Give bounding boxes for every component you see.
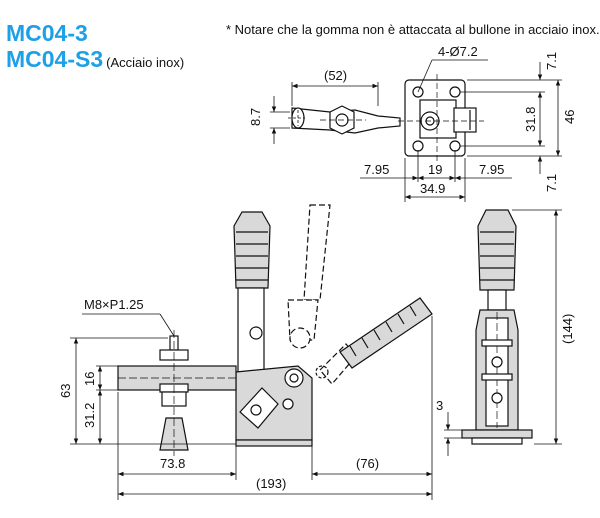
dim-46: 46 bbox=[562, 110, 577, 124]
dim-16: 16 bbox=[82, 372, 97, 386]
dim-19: 19 bbox=[428, 162, 442, 177]
model-title-2-text: MC04-S3 bbox=[6, 46, 104, 72]
front-view bbox=[461, 209, 533, 445]
top-view-dimensions bbox=[270, 59, 562, 202]
dim-52: (52) bbox=[324, 68, 347, 83]
dim-193: (193) bbox=[256, 476, 286, 491]
dim-144: (144) bbox=[560, 314, 575, 344]
dim-73-8: 73.8 bbox=[160, 456, 185, 471]
top-view bbox=[288, 74, 484, 164]
dim-63: 63 bbox=[58, 384, 73, 398]
dim-hole: 4-Ø7.2 bbox=[438, 44, 478, 59]
dim-left-7-95: 7.95 bbox=[364, 162, 389, 177]
dim-31-8: 31.8 bbox=[523, 107, 538, 132]
dim-31-2: 31.2 bbox=[82, 403, 97, 428]
dim-top-7-1: 7.1 bbox=[544, 52, 559, 70]
material-label: (Acciaio inox) bbox=[106, 55, 185, 70]
dim-3: 3 bbox=[436, 398, 443, 413]
dim-right-7-95: 7.95 bbox=[479, 162, 504, 177]
dim-76: (76) bbox=[356, 456, 379, 471]
dim-34-9: 34.9 bbox=[420, 181, 445, 196]
side-view bbox=[117, 204, 433, 456]
dim-thread: M8×P1.25 bbox=[84, 297, 144, 312]
model-title-2: MC04-S3(Acciaio inox) bbox=[6, 46, 184, 73]
dim-8-7: 8.7 bbox=[248, 108, 263, 126]
side-view-dimensions bbox=[70, 313, 433, 500]
front-view-dimensions bbox=[444, 209, 562, 456]
dim-bottom-7-1: 7.1 bbox=[544, 174, 559, 192]
model-title-1: MC04-3 bbox=[6, 20, 88, 46]
note-text: * Notare che la gomma non è attaccata al… bbox=[226, 22, 600, 37]
